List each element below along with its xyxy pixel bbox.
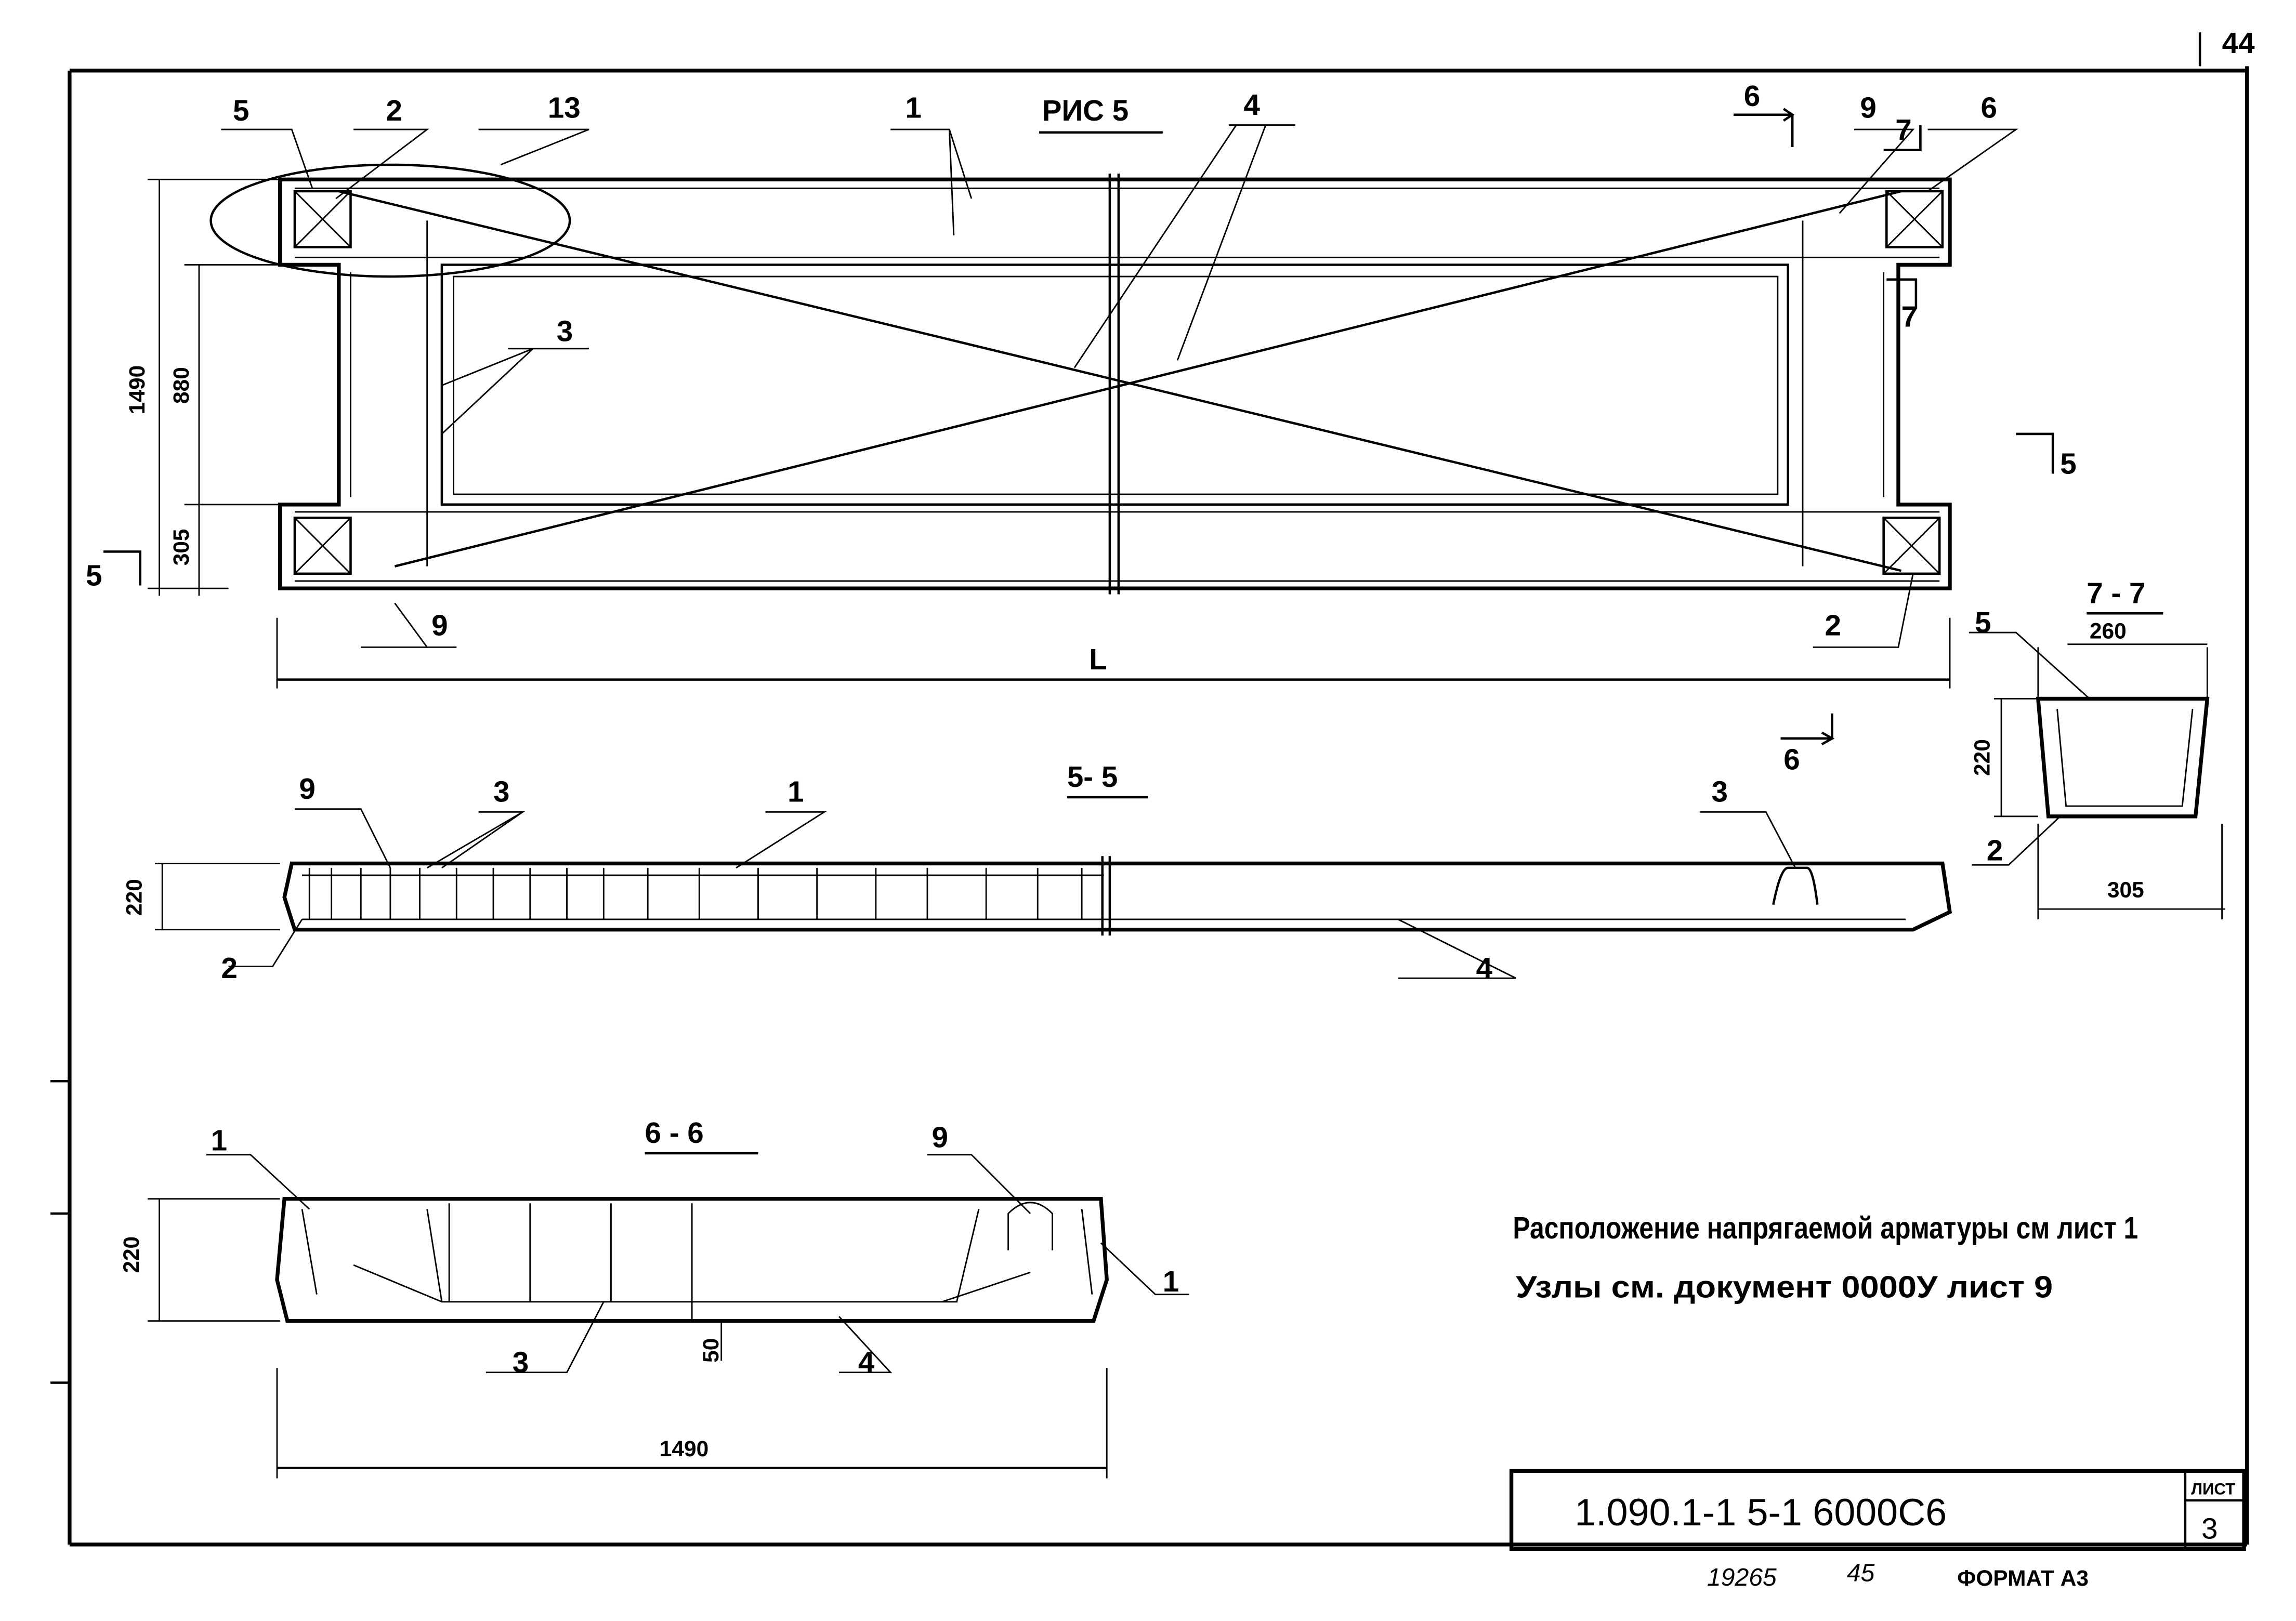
label-9: 9 — [1860, 91, 1876, 124]
section-mark-7b: 7 — [1901, 300, 1918, 333]
dim-305: 305 — [169, 529, 193, 565]
label-2: 2 — [221, 952, 237, 984]
section-7-7: 7 - 7 260 5 2 220 305 — [1969, 576, 2225, 919]
label-2: 2 — [1987, 834, 2003, 867]
dim-880: 880 — [169, 367, 193, 404]
note-2: Узлы см. документ 0000У лист 9 — [1516, 1269, 2053, 1304]
label-6: 6 — [1980, 91, 1997, 124]
order-number: 19265 — [1707, 1563, 1777, 1591]
label-1b: 1 — [1163, 1265, 1179, 1298]
section-mark-6: 6 — [1783, 743, 1800, 775]
dim-50: 50 — [699, 1338, 723, 1363]
section-mark-5-right: 5 — [2060, 447, 2076, 480]
label-3: 3 — [513, 1346, 529, 1379]
section-mark-6: 6 — [1744, 80, 1760, 112]
label-1: 1 — [211, 1124, 227, 1156]
sheet-frame — [50, 32, 2249, 1547]
plan-labels: 5 2 13 1 РИС 5 4 6 9 7 6 7 5 5 3 9 2 149… — [86, 80, 2077, 689]
dim-length: L — [1089, 643, 1107, 676]
label-4: 4 — [858, 1346, 875, 1379]
page-number: 44 — [2222, 27, 2255, 59]
label-3b: 3 — [1712, 775, 1728, 808]
section-6-6: 6 - 6 1 9 1 3 4 220 50 1490 — [119, 1116, 1189, 1479]
dim-220: 220 — [122, 879, 147, 916]
label-5: 5 — [1975, 606, 1991, 639]
plan-view — [103, 108, 2054, 648]
note-1: Расположение напрягаемой арматуры см лис… — [1513, 1210, 2138, 1245]
label-9: 9 — [931, 1121, 948, 1154]
label-13: 13 — [548, 91, 581, 124]
label-3: 3 — [557, 315, 573, 348]
format-label: ФОРМАТ А3 — [1957, 1566, 2089, 1590]
sheet-label: ЛИСТ — [2191, 1480, 2235, 1498]
title-block: 1.090.1-1 5-1 6000С6 ЛИСТ 3 — [1509, 1469, 2246, 1551]
dim-1490: 1490 — [660, 1437, 709, 1461]
document-code: 1.090.1-1 5-1 6000С6 — [1575, 1491, 1947, 1534]
dim-220: 220 — [119, 1236, 143, 1273]
sheet-number: 3 — [2201, 1512, 2218, 1545]
section-mark-5-left: 5 — [86, 559, 102, 591]
section-6-6-title: 6 - 6 — [645, 1116, 704, 1149]
label-9: 9 — [299, 772, 315, 805]
section-mark-7: 7 — [1895, 113, 1911, 146]
dim-305: 305 — [2107, 877, 2144, 902]
label-4: 4 — [1243, 88, 1260, 121]
label-1: 1 — [788, 775, 804, 808]
dim-1490: 1490 — [125, 365, 149, 414]
section-5-5: 5- 5 9 3 1 3 2 4 6 220 — [122, 713, 1952, 984]
dim-260: 260 — [2090, 618, 2127, 643]
label-9b: 9 — [431, 609, 448, 642]
dim-220: 220 — [1970, 739, 1994, 776]
section-7-7-title: 7 - 7 — [2087, 576, 2145, 609]
label-4: 4 — [1476, 952, 1493, 984]
figure-title: РИС 5 — [1042, 94, 1129, 127]
label-1: 1 — [905, 91, 921, 124]
label-5: 5 — [233, 94, 249, 127]
section-5-5-title: 5- 5 — [1067, 760, 1118, 793]
copy-number: 45 — [1847, 1559, 1875, 1587]
label-2b: 2 — [1825, 609, 1841, 642]
label-3: 3 — [493, 775, 509, 808]
label-2: 2 — [386, 94, 402, 127]
